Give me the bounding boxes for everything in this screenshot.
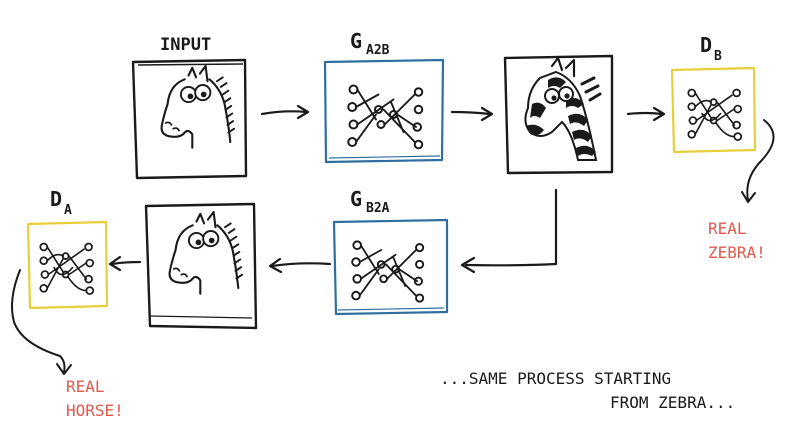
input-label: INPUT: [160, 35, 211, 55]
neural-network-icon: [351, 240, 425, 303]
svg-text:D: D: [700, 33, 712, 57]
arrow-zebra-to-discriminator-b: [626, 111, 664, 116]
discriminator-a-label: D A: [50, 187, 72, 218]
svg-text:A: A: [64, 203, 72, 218]
discriminator-b: [670, 66, 757, 154]
footer-note-line2: FROM ZEBRA...: [610, 393, 735, 412]
real-horse-label-line2: HORSE!: [66, 401, 124, 420]
generated-zebra-image: [503, 54, 614, 175]
neural-network-icon: [347, 84, 424, 150]
input-horse-image: [131, 58, 248, 180]
real-zebra-label-line1: REAL: [708, 219, 747, 238]
arrow-zebra-to-generator-b2a: [464, 188, 558, 267]
svg-text:B2A: B2A: [366, 201, 390, 216]
arrow-generator-b2a-to-horse: [270, 262, 332, 268]
real-horse-label-line1: REAL: [66, 377, 105, 396]
generator-a2b: [323, 58, 445, 164]
generator-a2b-label: G A2B: [350, 29, 390, 58]
svg-text:G: G: [350, 187, 362, 211]
svg-text:G: G: [350, 29, 362, 53]
horse-icon: [160, 64, 236, 149]
svg-text:A2B: A2B: [366, 43, 390, 58]
neural-network-icon: [687, 88, 743, 141]
reconstructed-horse-image: [144, 202, 258, 330]
generator-b2a: [332, 218, 449, 316]
arrow-horse-to-discriminator-a: [110, 260, 142, 266]
discriminator-b-label: D B: [700, 33, 722, 64]
horse-icon: [168, 210, 244, 295]
real-zebra-label-line2: ZEBRA!: [708, 243, 766, 262]
arrow-input-to-generator: [260, 110, 308, 116]
discriminator-a: [26, 220, 109, 310]
svg-text:D: D: [50, 187, 62, 211]
arrow-generator-to-zebra: [450, 110, 492, 116]
footer-note-line1: ...SAME PROCESS STARTING: [440, 369, 671, 388]
arrow-discriminator-a-output: [11, 269, 66, 373]
generator-b2a-label: G B2A: [350, 187, 390, 216]
arrow-discriminator-b-output: [746, 119, 775, 201]
zebra-icon: [524, 56, 602, 161]
svg-text:B: B: [714, 49, 722, 64]
neural-network-icon: [39, 242, 95, 295]
